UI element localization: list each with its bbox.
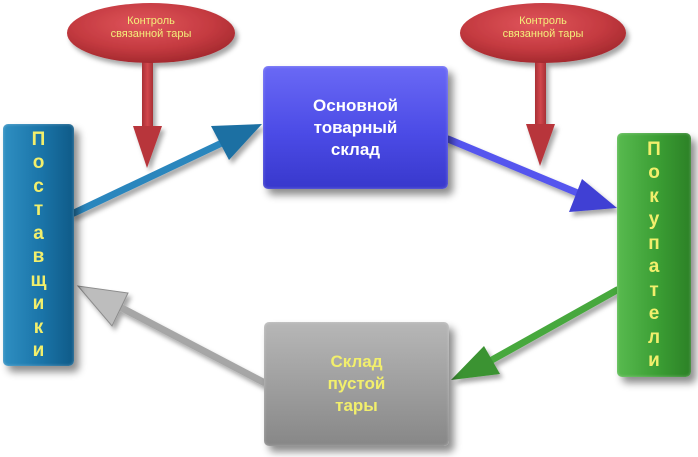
vertical-letter: а: [648, 256, 660, 277]
vertical-letter: п: [648, 232, 660, 254]
callout-right: [460, 3, 626, 166]
empty-warehouse-node: Склад пустой тары: [264, 322, 449, 446]
vertical-letter: щ: [30, 269, 47, 291]
vertical-letter: в: [32, 246, 45, 267]
vertical-letter: П: [31, 128, 46, 150]
vertical-letter: т: [649, 279, 659, 301]
empty-warehouse-label: Склад пустой тары: [327, 352, 386, 415]
vertical-letter: и: [648, 350, 660, 371]
vertical-letter: т: [33, 199, 44, 220]
vertical-letter: с: [33, 175, 44, 197]
main-warehouse-label: Основной товарный склад: [313, 95, 398, 159]
vertical-letter: о: [32, 152, 45, 173]
callout-right-label: Контроль связанной тары: [502, 15, 584, 40]
arrow-main-warehouse-to-buyers: [444, 135, 617, 212]
arrow-empty-warehouse-to-suppliers: [76, 285, 267, 386]
vertical-letter: П: [647, 138, 661, 160]
vertical-letter: и: [32, 293, 45, 314]
vertical-letter: к: [649, 185, 659, 207]
vertical-letter: у: [648, 209, 660, 230]
callout-left: [67, 3, 235, 168]
vertical-letter: о: [648, 162, 660, 183]
vertical-letter: е: [648, 303, 660, 324]
arrow-suppliers-to-main-warehouse: [70, 124, 262, 217]
vertical-letter: а: [33, 222, 44, 244]
main-warehouse-node: Основной товарный склад: [263, 66, 448, 189]
callout-left-label: Контроль связанной тары: [110, 15, 192, 40]
arrow-buyers-to-empty-warehouse: [451, 286, 621, 380]
vertical-letter: л: [647, 326, 661, 348]
vertical-letter: к: [33, 316, 44, 338]
vertical-letter: и: [32, 340, 45, 361]
